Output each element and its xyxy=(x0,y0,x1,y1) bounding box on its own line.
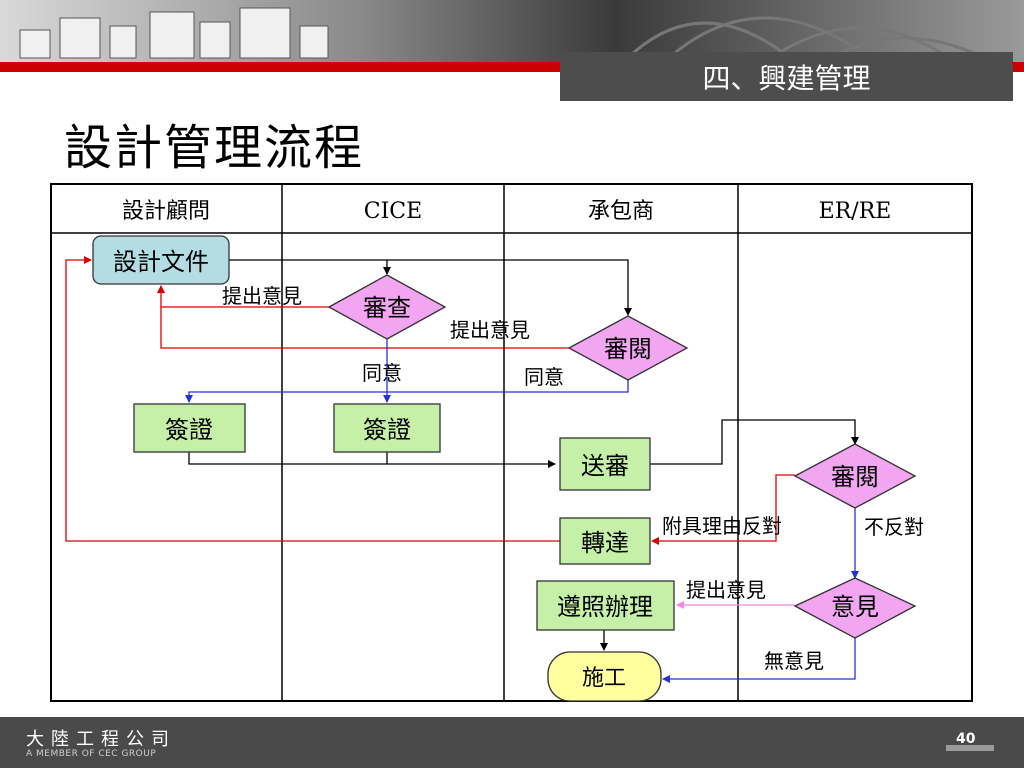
lane-header-er-re: ER/RE xyxy=(819,199,892,224)
edge-label-no-comment: 無意見 xyxy=(764,649,824,673)
node-construction-label: 施工 xyxy=(582,666,626,691)
edge-label-no-objection: 不反對 xyxy=(864,515,924,539)
lane-header-cice: CICE xyxy=(364,199,422,224)
connectors-blue xyxy=(185,339,859,683)
node-er-review-label: 審閱 xyxy=(831,463,879,491)
node-construction: 施工 xyxy=(547,651,662,702)
node-cice-review: 審查 xyxy=(327,274,447,340)
node-contractor-review: 審閱 xyxy=(567,315,689,381)
banner-image xyxy=(0,0,1024,72)
page-number: 40 xyxy=(956,731,976,747)
node-sign-cice-label: 簽證 xyxy=(363,416,411,444)
company-subtitle: A MEMBER OF CEC GROUP xyxy=(26,749,157,759)
node-design-docs: 設計文件 xyxy=(92,235,230,285)
lane-header-consultant: 設計顧問 xyxy=(122,199,210,224)
node-contractor-review-label: 審閱 xyxy=(604,335,652,363)
edge-label-objection: 附具理由反對 xyxy=(662,514,782,538)
node-cice-review-label: 審查 xyxy=(363,294,411,322)
node-opinion-label: 意見 xyxy=(831,593,879,621)
node-forward-label: 轉達 xyxy=(581,529,629,557)
node-sign-consultant-label: 簽證 xyxy=(165,416,213,444)
edge-label-comment-2: 提出意見 xyxy=(450,318,530,342)
page-number-bar xyxy=(946,745,994,751)
edge-label-agree-1: 同意 xyxy=(362,361,402,385)
page-title: 設計管理流程 xyxy=(64,120,365,176)
node-sign-consultant: 簽證 xyxy=(133,403,246,453)
header-banner xyxy=(0,0,1024,72)
edge-label-comment-3: 提出意見 xyxy=(686,578,766,602)
node-opinion: 意見 xyxy=(793,577,917,639)
node-sign-cice: 簽證 xyxy=(333,403,441,453)
node-er-review: 審閱 xyxy=(793,443,917,509)
node-submit-label: 送審 xyxy=(581,452,629,480)
edge-label-agree-2: 同意 xyxy=(524,365,564,389)
edge-label-comment-1: 提出意見 xyxy=(222,284,302,308)
connectors-black xyxy=(188,259,859,651)
section-tab: 四、興建管理 xyxy=(560,52,1013,101)
node-comply: 遵照辦理 xyxy=(536,580,675,631)
lane-header-contractor: 承包商 xyxy=(588,199,654,224)
connectors-red xyxy=(65,256,795,545)
footer-bar: 大陸工程公司 A MEMBER OF CEC GROUP 40 xyxy=(0,717,1024,768)
swimlane-table xyxy=(50,183,973,702)
node-design-docs-label: 設計文件 xyxy=(113,248,209,276)
node-comply-label: 遵照辦理 xyxy=(557,593,653,621)
node-submit: 送審 xyxy=(559,437,651,491)
company-name: 大陸工程公司 xyxy=(26,729,176,750)
node-forward: 轉達 xyxy=(559,517,651,565)
flowchart: 設計顧問 CICE 承包商 ER/RE 提出意見 提出意見 同意 同意 附具理由… xyxy=(50,183,973,702)
